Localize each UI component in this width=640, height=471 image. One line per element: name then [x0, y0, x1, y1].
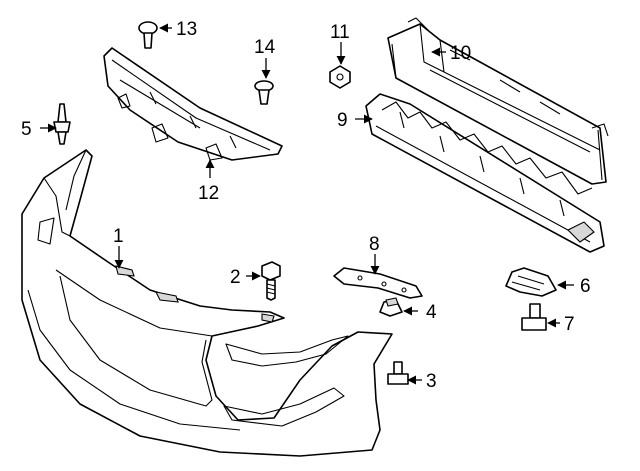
callout-11: 11 — [330, 22, 350, 43]
callout-10: 10 — [450, 43, 471, 64]
bolt-large — [261, 261, 281, 301]
rivet — [254, 80, 274, 105]
callout-2: 2 — [230, 267, 241, 288]
callout-7: 7 — [564, 314, 575, 335]
side-bracket-strip — [333, 267, 423, 299]
callout-labels: 13 14 11 10 9 5 12 1 2 8 4 6 7 3 — [21, 19, 591, 392]
callout-14: 14 — [254, 37, 276, 58]
callout-3: 3 — [426, 371, 437, 392]
clip-fastener — [138, 21, 158, 49]
clip-nut — [379, 297, 403, 317]
leader-lines — [40, 23, 574, 385]
bracket-small — [505, 267, 557, 297]
bumper-cover — [21, 149, 393, 457]
callout-12: 12 — [198, 183, 219, 204]
callout-1: 1 — [113, 226, 124, 247]
callout-8: 8 — [369, 234, 380, 255]
callout-6: 6 — [580, 276, 591, 297]
callout-5: 5 — [21, 119, 32, 140]
callout-4: 4 — [426, 302, 437, 323]
callout-13: 13 — [176, 19, 197, 40]
screw — [387, 361, 409, 385]
reinforcement-beam — [387, 17, 609, 185]
callout-9: 9 — [337, 110, 348, 131]
hex-nut — [329, 65, 351, 89]
push-pin — [53, 103, 71, 145]
upper-bracket — [103, 47, 283, 161]
energy-absorber — [365, 93, 605, 253]
bolt-flange — [521, 303, 547, 331]
